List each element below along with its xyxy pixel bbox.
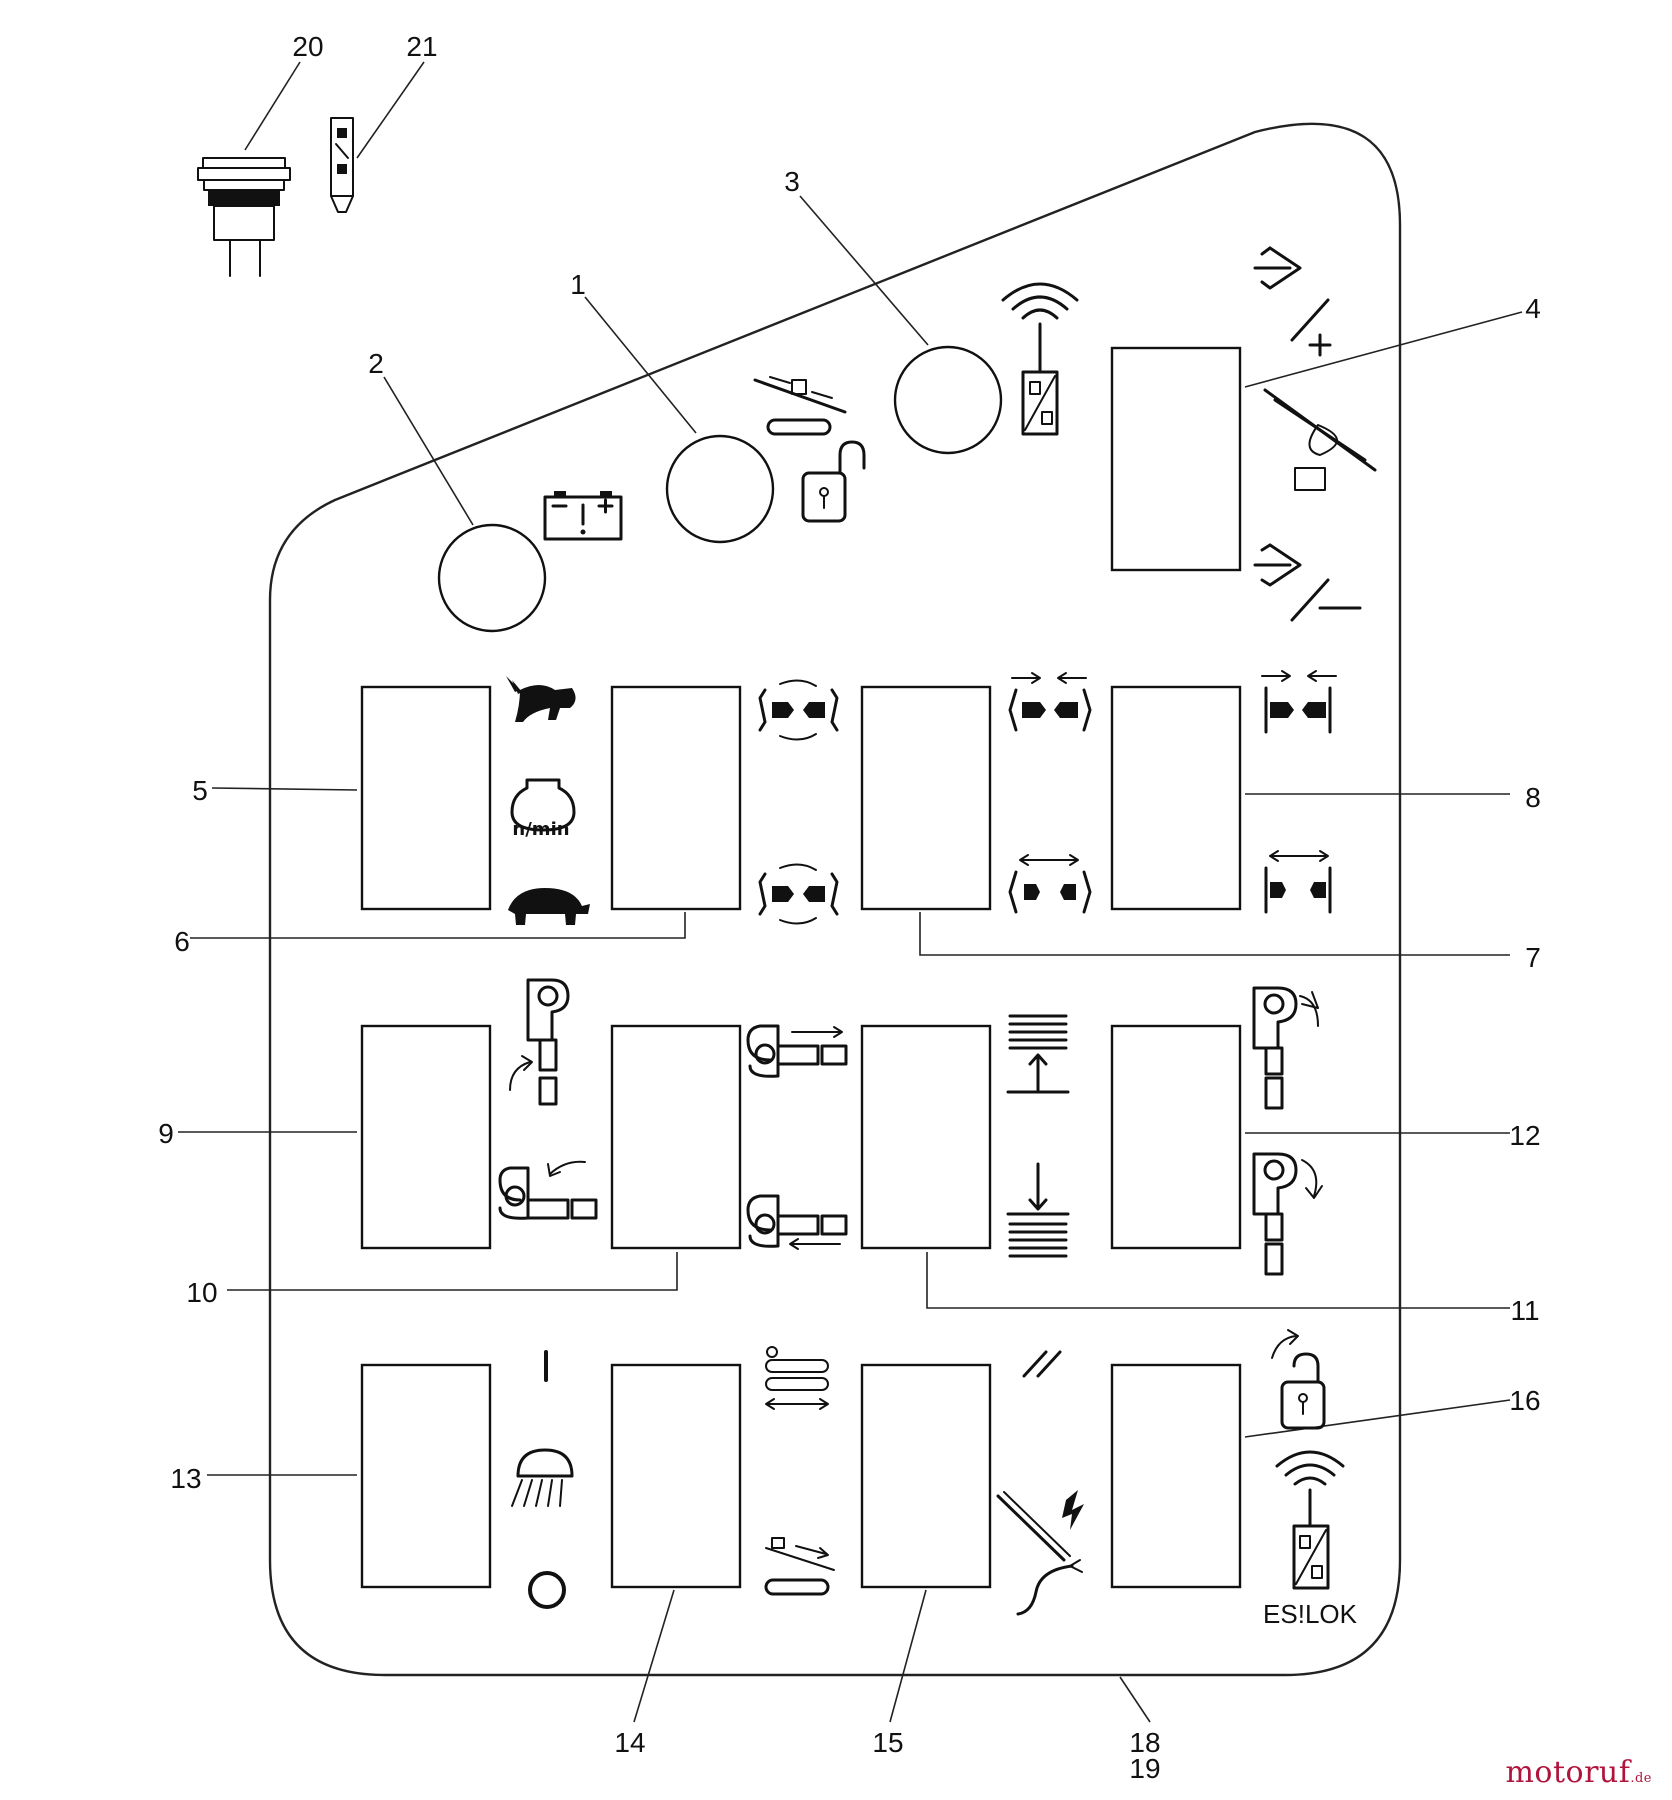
grip-close-icon bbox=[1261, 670, 1337, 734]
callout-20: 20 bbox=[292, 31, 323, 62]
head-extend-out-icon bbox=[746, 1024, 848, 1078]
rabbit-fast-icon bbox=[506, 676, 576, 722]
saw-rotate-icon bbox=[1263, 388, 1377, 491]
callout-9: 9 bbox=[158, 1118, 174, 1149]
unlock-padlock-icon bbox=[801, 440, 866, 523]
saw-switch[interactable] bbox=[860, 1363, 992, 1589]
off-symbol-icon bbox=[528, 1571, 566, 1609]
stack-up-icon bbox=[1006, 1014, 1070, 1094]
callout-19: 19 bbox=[1129, 1753, 1160, 1784]
feed-minus-icon bbox=[1253, 543, 1362, 622]
chainsaw-icon bbox=[996, 1490, 1084, 1616]
rotate-clamp-cw-icon bbox=[758, 679, 839, 741]
grip-switch[interactable] bbox=[1110, 685, 1242, 911]
callout-10: 10 bbox=[186, 1277, 217, 1308]
battery-warning-icon bbox=[543, 491, 623, 541]
turtle-slow-icon bbox=[508, 888, 590, 925]
remote-lock-icon bbox=[1001, 282, 1079, 436]
measure-switch[interactable] bbox=[610, 1363, 742, 1589]
callout-1: 1 bbox=[570, 269, 586, 300]
clamp-close-icon bbox=[1008, 672, 1092, 732]
callout-4: 4 bbox=[1525, 293, 1541, 324]
measure-reset-icon bbox=[765, 1346, 829, 1410]
head-tilt-up-icon bbox=[509, 978, 570, 1106]
callout-13: 13 bbox=[170, 1463, 201, 1494]
watermark-tld: .de bbox=[1630, 1771, 1652, 1786]
head-rotate-cw-icon bbox=[1252, 986, 1319, 1110]
bulb-part-21 bbox=[330, 117, 354, 213]
clamp-switch[interactable] bbox=[860, 685, 992, 911]
stack-switch[interactable] bbox=[860, 1024, 992, 1250]
head-rotate-ccw-icon bbox=[1252, 1152, 1323, 1276]
lock-unlock-icon bbox=[1271, 1329, 1326, 1430]
engine-speed-switch[interactable] bbox=[360, 685, 492, 911]
callout-2: 2 bbox=[368, 348, 384, 379]
callout-8: 8 bbox=[1525, 782, 1541, 813]
lock-switch[interactable] bbox=[1110, 1363, 1242, 1589]
rotator-switch[interactable] bbox=[610, 685, 742, 911]
saw-slash-icon bbox=[1022, 1350, 1062, 1378]
callout-7: 7 bbox=[1525, 942, 1541, 973]
head-rotate-switch[interactable] bbox=[1110, 1024, 1242, 1250]
head-tilt-down-icon bbox=[498, 1160, 598, 1220]
callout-numbers: 1 2 3 4 5 6 7 8 9 10 11 12 13 14 15 16 1… bbox=[158, 31, 1541, 1784]
measure-feed-icon bbox=[764, 1537, 835, 1596]
callout-5: 5 bbox=[192, 775, 208, 806]
extend-switch[interactable] bbox=[610, 1024, 742, 1250]
watermark-brand: motoruf.de bbox=[1505, 1755, 1652, 1790]
callout-12: 12 bbox=[1509, 1120, 1540, 1151]
worklight-icon bbox=[511, 1448, 574, 1507]
grip-open-icon bbox=[1264, 850, 1332, 914]
leader-lines bbox=[178, 61, 1523, 1723]
head-extend-in-icon bbox=[746, 1194, 848, 1250]
engine-rpm-icon: n/min bbox=[510, 778, 576, 840]
callout-18: 18 bbox=[1129, 1727, 1160, 1758]
eslok-label: ES!LOK bbox=[1263, 1599, 1358, 1629]
control-panel-outline bbox=[268, 122, 1402, 1677]
callout-11: 11 bbox=[1510, 1295, 1539, 1326]
unlock-indicator-lamp bbox=[665, 434, 775, 544]
remote-indicator-lamp bbox=[893, 345, 1003, 455]
callout-21: 21 bbox=[406, 31, 437, 62]
callout-15: 15 bbox=[872, 1727, 903, 1758]
light-switch[interactable] bbox=[360, 1363, 492, 1589]
callout-6: 6 bbox=[174, 926, 190, 957]
feed-roller-icon bbox=[753, 376, 847, 436]
stack-down-icon bbox=[1006, 1162, 1070, 1258]
callout-3: 3 bbox=[784, 166, 800, 197]
lamp-part-20 bbox=[197, 157, 291, 277]
battery-indicator-lamp bbox=[437, 523, 547, 633]
tilt-switch[interactable] bbox=[360, 1024, 492, 1250]
clamp-open-icon bbox=[1008, 854, 1092, 914]
callout-16: 16 bbox=[1509, 1385, 1540, 1416]
rotate-clamp-ccw-icon bbox=[758, 863, 839, 925]
feed-plus-icon bbox=[1253, 246, 1332, 357]
watermark-brand-text: motoruf bbox=[1505, 1755, 1631, 1790]
callout-14: 14 bbox=[614, 1727, 645, 1758]
rpm-label: n/min bbox=[512, 819, 569, 840]
feed-switch[interactable] bbox=[1110, 346, 1242, 572]
eslok-remote-icon: ES!LOK bbox=[1263, 1450, 1358, 1629]
